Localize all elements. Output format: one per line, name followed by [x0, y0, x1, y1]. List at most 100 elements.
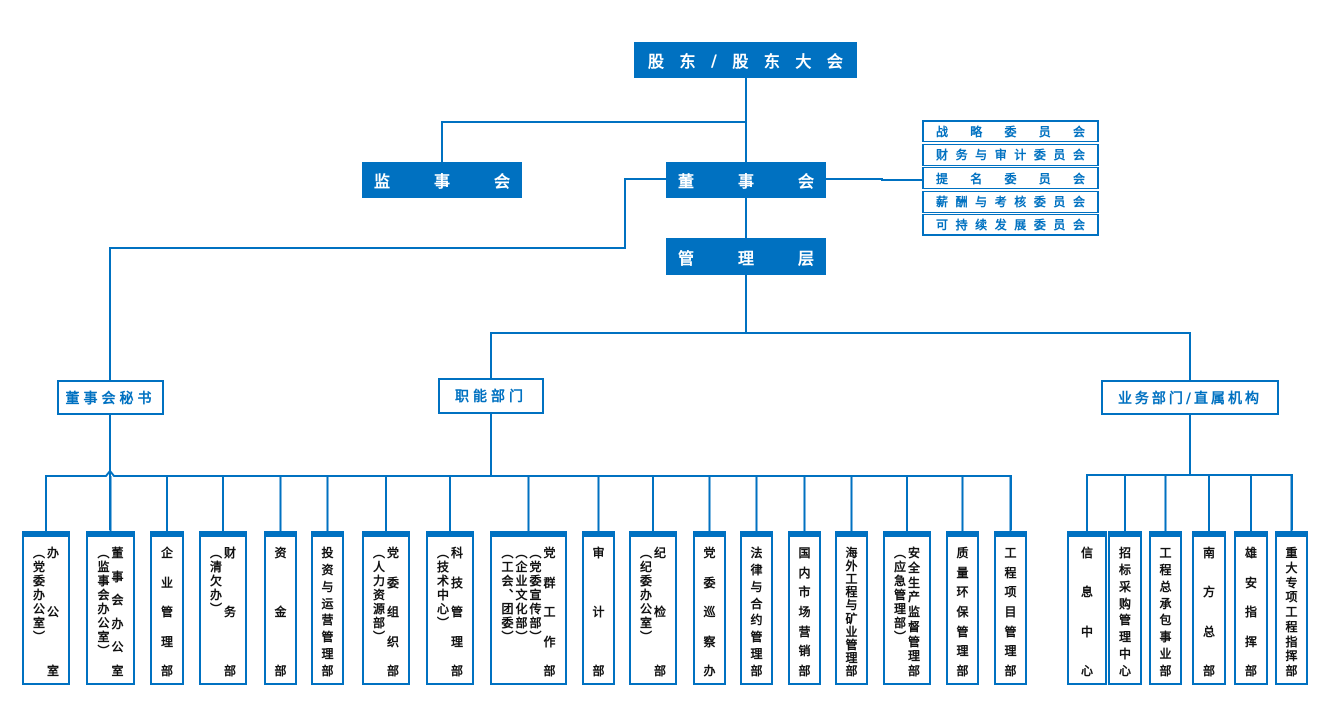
dept-char: 工: [543, 605, 556, 619]
dept-char: 务: [223, 605, 236, 619]
dept-label-column: 财务部: [224, 547, 237, 677]
dept-label-column: ︵纪委办公室︶: [640, 547, 653, 677]
dept-char: 织: [386, 634, 399, 649]
supervisory-board-box[interactable]: 监事会: [362, 162, 522, 198]
dept-char: ︵: [209, 546, 222, 560]
functional-dept-box[interactable]: 董事会办公室︵监事会办公室︶: [86, 531, 135, 685]
dept-char: 方: [1202, 585, 1215, 600]
business-departments-box[interactable]: 业务部门/直属机构: [1101, 380, 1279, 415]
business-dept-box[interactable]: 信息中心: [1067, 531, 1107, 685]
board-secretary-box[interactable]: 董事会秘书: [57, 380, 164, 415]
dept-char: 部: [372, 616, 385, 630]
functional-dept-box[interactable]: 党群工作部︵党委宣传部︶︵企业文化部︶︵工会︑团委︶: [490, 531, 567, 685]
functional-dept-box[interactable]: 海外工程与矿业管理部: [835, 531, 868, 685]
dept-char: 挥: [1285, 649, 1298, 664]
dept-char: 监: [907, 605, 920, 619]
committee-char: 务: [955, 148, 968, 163]
committee-char: 委: [1004, 125, 1017, 139]
dept-char: 合: [750, 596, 763, 611]
dept-char: 程: [1004, 565, 1017, 580]
committee-item[interactable]: 提名委员会: [922, 167, 1099, 190]
dept-char: 部: [386, 664, 399, 678]
dept-char: 信: [1080, 546, 1093, 560]
dept-char: 管: [450, 605, 463, 619]
box-char: 理: [737, 248, 754, 268]
dept-label-column: 资金部: [274, 547, 287, 677]
dept-char: 工: [1285, 605, 1298, 619]
dept-char: 心: [1118, 663, 1131, 678]
dept-char: 国: [798, 546, 811, 560]
dept-char: 党: [386, 546, 399, 560]
dept-char: 招: [1118, 546, 1131, 560]
functional-dept-box[interactable]: 党委组织部︵人力资源部︶: [362, 531, 410, 685]
dept-label-column: 科技管理部: [451, 547, 464, 677]
dept-char: 部: [1004, 663, 1017, 678]
functional-dept-box[interactable]: 办公室︵党委办公室︶: [22, 531, 70, 685]
dept-char: ︶: [501, 630, 514, 644]
committee-item[interactable]: 财务与审计委员会: [922, 143, 1099, 166]
committee-item[interactable]: 战略委员会: [922, 120, 1099, 142]
dept-char: 党: [32, 560, 45, 574]
box-char: 层: [797, 248, 814, 268]
dept-char: 约: [750, 613, 763, 628]
dept-char: 部: [543, 664, 556, 678]
dept-char: 宣: [529, 588, 542, 602]
business-dept-box[interactable]: 南方总部: [1192, 531, 1226, 685]
box-char: /: [711, 50, 717, 70]
board-of-directors-box[interactable]: 董事会: [666, 162, 826, 198]
dept-label-column: 投资与运营管理部: [321, 547, 334, 677]
dept-label-column: 法律与合约管理部: [750, 547, 763, 677]
dept-char: 部: [1202, 663, 1215, 678]
dept-char: 企: [515, 560, 528, 574]
functional-dept-box[interactable]: 党委巡察办: [693, 531, 726, 685]
business-dept-box[interactable]: 重大专项工程指挥部: [1275, 531, 1308, 685]
committee-char: 委: [1033, 148, 1046, 163]
dept-label-column: 质量环保管理部: [956, 547, 969, 677]
dept-char: 工: [845, 572, 858, 587]
business-dept-box[interactable]: 雄安指挥部: [1234, 531, 1268, 685]
functional-dept-box[interactable]: 财务部︵清欠办︶: [199, 531, 247, 685]
functional-departments-box[interactable]: 职能部门: [438, 378, 544, 414]
functional-dept-box[interactable]: 国内市场营销部: [788, 531, 821, 685]
business-dept-box[interactable]: 工程总承包事业部: [1149, 531, 1182, 685]
committee-item[interactable]: 可持续发展委员会: [922, 214, 1099, 237]
functional-dept-box[interactable]: 质量环保管理部: [946, 531, 979, 685]
dept-char: 中: [1080, 624, 1093, 639]
business-dept-box[interactable]: 招标采购管理中心: [1108, 531, 1142, 685]
functional-dept-box[interactable]: 纪检部︵纪委办公室︶: [629, 531, 677, 685]
functional-dept-box[interactable]: 资金部: [264, 531, 297, 685]
functional-dept-box[interactable]: 法律与合约管理部: [740, 531, 773, 685]
committee-char: 员: [1053, 195, 1066, 210]
dept-char: 委: [501, 616, 514, 630]
functional-dept-box[interactable]: 投资与运营管理部: [311, 531, 344, 685]
dept-char: 管: [907, 634, 920, 649]
dept-char: 欠: [209, 574, 222, 588]
dept-char: 董: [111, 546, 124, 560]
committee-item[interactable]: 薪酬与考核委员会: [922, 190, 1099, 213]
dept-char: 业: [515, 574, 528, 588]
dept-char: 管: [160, 605, 173, 619]
functional-dept-box[interactable]: 企业管理部: [150, 531, 184, 685]
functional-dept-box[interactable]: 工程项目管理部: [994, 531, 1027, 685]
dept-char: 程: [845, 585, 858, 600]
dept-char: 组: [386, 605, 399, 619]
dept-char: 业: [1159, 647, 1172, 662]
dept-char: 法: [750, 546, 763, 560]
functional-dept-box[interactable]: 审计部: [582, 531, 615, 685]
dept-char: 大: [1285, 560, 1298, 575]
dept-char: ︶: [209, 602, 222, 616]
dept-char: ︶: [529, 630, 542, 644]
committee-char: 与: [975, 148, 988, 163]
management-box[interactable]: 管理层: [666, 238, 826, 275]
dept-label-column: 党群工作部: [543, 547, 556, 677]
shareholders-meeting-box[interactable]: 股东/股东大会: [634, 42, 857, 78]
dept-char: 金: [274, 605, 287, 619]
functional-dept-box[interactable]: 安全生产监督管理部︵应急管理部︶: [883, 531, 931, 685]
dept-char: 委: [386, 575, 399, 590]
functional-dept-box[interactable]: 科技管理部︵技术中心︶: [426, 531, 474, 685]
dept-label-column: ︵企业文化部︶: [515, 547, 528, 677]
dept-char: 委: [639, 574, 652, 588]
dept-char: 委: [32, 574, 45, 588]
dept-label-column: 企业管理部: [161, 547, 174, 677]
dept-char: ︶: [515, 630, 528, 644]
